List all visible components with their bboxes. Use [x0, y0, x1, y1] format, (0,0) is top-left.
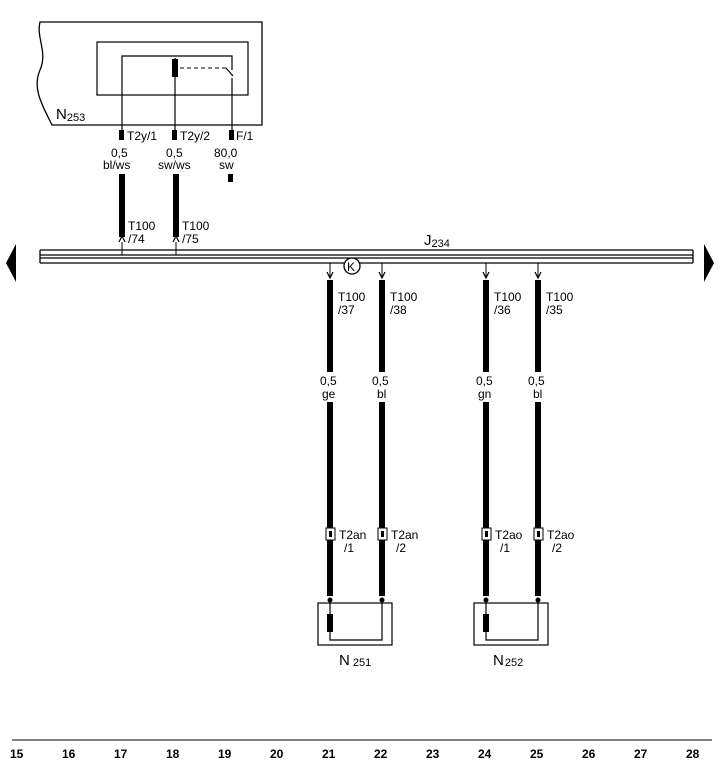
svg-text:T2y/2: T2y/2: [180, 129, 210, 143]
svg-text:sw/ws: sw/ws: [158, 158, 191, 172]
svg-text:/74: /74: [128, 232, 145, 246]
connector-f-1: F/1: [229, 129, 254, 143]
ground-connection-k: K: [343, 257, 361, 275]
scale-label: 27: [634, 747, 648, 761]
scale-label: 18: [166, 747, 180, 761]
pin-35: T100 /35: [534, 263, 574, 317]
svg-text:/1: /1: [344, 541, 354, 555]
svg-text:T2an: T2an: [391, 528, 418, 542]
svg-text:0,5: 0,5: [320, 374, 337, 388]
svg-text:T100: T100: [338, 290, 366, 304]
svg-text:T100: T100: [182, 219, 210, 233]
svg-text:0,5: 0,5: [528, 374, 545, 388]
svg-text:0,5: 0,5: [372, 374, 389, 388]
pin-37: T100 /37: [326, 263, 366, 317]
svg-text:T100: T100: [128, 219, 156, 233]
svg-text:bl: bl: [377, 387, 386, 401]
svg-text:K: K: [347, 260, 355, 274]
svg-text:/75: /75: [182, 232, 199, 246]
svg-text:bl: bl: [533, 387, 542, 401]
svg-text:T2ao: T2ao: [495, 528, 523, 542]
scale-label: 24: [478, 747, 492, 761]
svg-text:T100: T100: [390, 290, 418, 304]
scale-label: 23: [426, 747, 440, 761]
svg-text:T100: T100: [494, 290, 522, 304]
wire-stub-f1: [228, 174, 233, 182]
svg-text:/1: /1: [500, 541, 510, 555]
svg-text:T2ao: T2ao: [547, 528, 575, 542]
svg-text:F/1: F/1: [236, 129, 254, 143]
n252-component: [473, 597, 549, 646]
svg-text:ge: ge: [322, 387, 336, 401]
pin-label-74: T100 /74: [128, 219, 156, 246]
connector-t2y-2: T2y/2: [172, 129, 210, 143]
wire-label-bg-a: [318, 372, 346, 402]
svg-text:/35: /35: [546, 303, 563, 317]
wire-label-gn: 0,5 gn: [476, 374, 493, 401]
connector-t2y-1: T2y/1: [119, 129, 157, 143]
wire-label-bl-1: 0,5 bl: [372, 374, 389, 401]
scale-label: 25: [530, 747, 544, 761]
svg-text:sw: sw: [219, 158, 234, 172]
n253-switch-contact: [225, 67, 234, 77]
svg-text:0,5: 0,5: [476, 374, 493, 388]
n253-label: N253: [56, 106, 85, 124]
continuation-arrow-left: [6, 244, 16, 282]
svg-text:/36: /36: [494, 303, 511, 317]
connector-t2an-1: T2an /1: [325, 527, 366, 555]
scale-label: 26: [582, 747, 596, 761]
j234-control-unit: [39, 249, 694, 264]
connector-t2ao-2: T2ao /2: [533, 527, 575, 555]
scale-label: 21: [322, 747, 336, 761]
svg-text:0,5: 0,5: [166, 146, 183, 160]
scale-label: 20: [270, 747, 284, 761]
scale-labels: 15 16 17 18 19 20 21 22 23 24 25 26 27 2…: [10, 747, 700, 761]
wire-label-bl-2: 0,5 bl: [528, 374, 545, 401]
n252-label: N252: [493, 652, 523, 669]
scale-label: 28: [686, 747, 700, 761]
scale-label: 22: [374, 747, 388, 761]
svg-text:/37: /37: [338, 303, 355, 317]
svg-text:gn: gn: [478, 387, 491, 401]
n251-component: [317, 597, 393, 646]
svg-text:/2: /2: [552, 541, 562, 555]
wire-label-bg-c: [474, 372, 502, 402]
svg-text:/2: /2: [396, 541, 406, 555]
n253-inner-box: [96, 41, 249, 96]
pin-36: T100 /36: [482, 263, 522, 317]
pin-arrow-74: [118, 234, 126, 243]
j234-label: J234: [424, 232, 450, 250]
wire-label-bl-ws: 0,5 bl/ws: [103, 146, 130, 172]
pin-label-75: T100 /75: [182, 219, 210, 246]
wire-label-sw-ws: 0,5 sw/ws: [158, 146, 191, 172]
continuation-arrow-right: [704, 244, 714, 282]
n253-coil: [172, 59, 178, 77]
scale-label: 17: [114, 747, 128, 761]
svg-text:T2y/1: T2y/1: [127, 129, 157, 143]
svg-text:bl/ws: bl/ws: [103, 158, 130, 172]
n253-housing: [36, 21, 263, 126]
connector-t2an-2: T2an /2: [377, 527, 418, 555]
scale-label: 16: [62, 747, 76, 761]
svg-text:0,5: 0,5: [111, 146, 128, 160]
svg-text:T2an: T2an: [339, 528, 366, 542]
pin-38: T100 /38: [378, 263, 418, 317]
wire-label-bg-d: [526, 372, 554, 402]
wire-label-ge: 0,5 ge: [320, 374, 337, 401]
connector-t2ao-1: T2ao /1: [481, 527, 523, 555]
wire-label-bg-b: [370, 372, 398, 402]
scale-label: 15: [10, 747, 24, 761]
svg-text:80,0: 80,0: [214, 146, 238, 160]
scale-label: 19: [218, 747, 232, 761]
svg-text:T100: T100: [546, 290, 574, 304]
wire-label-sw: 80,0 sw: [214, 146, 238, 172]
pin-arrow-75: [172, 234, 180, 243]
svg-text:/38: /38: [390, 303, 407, 317]
